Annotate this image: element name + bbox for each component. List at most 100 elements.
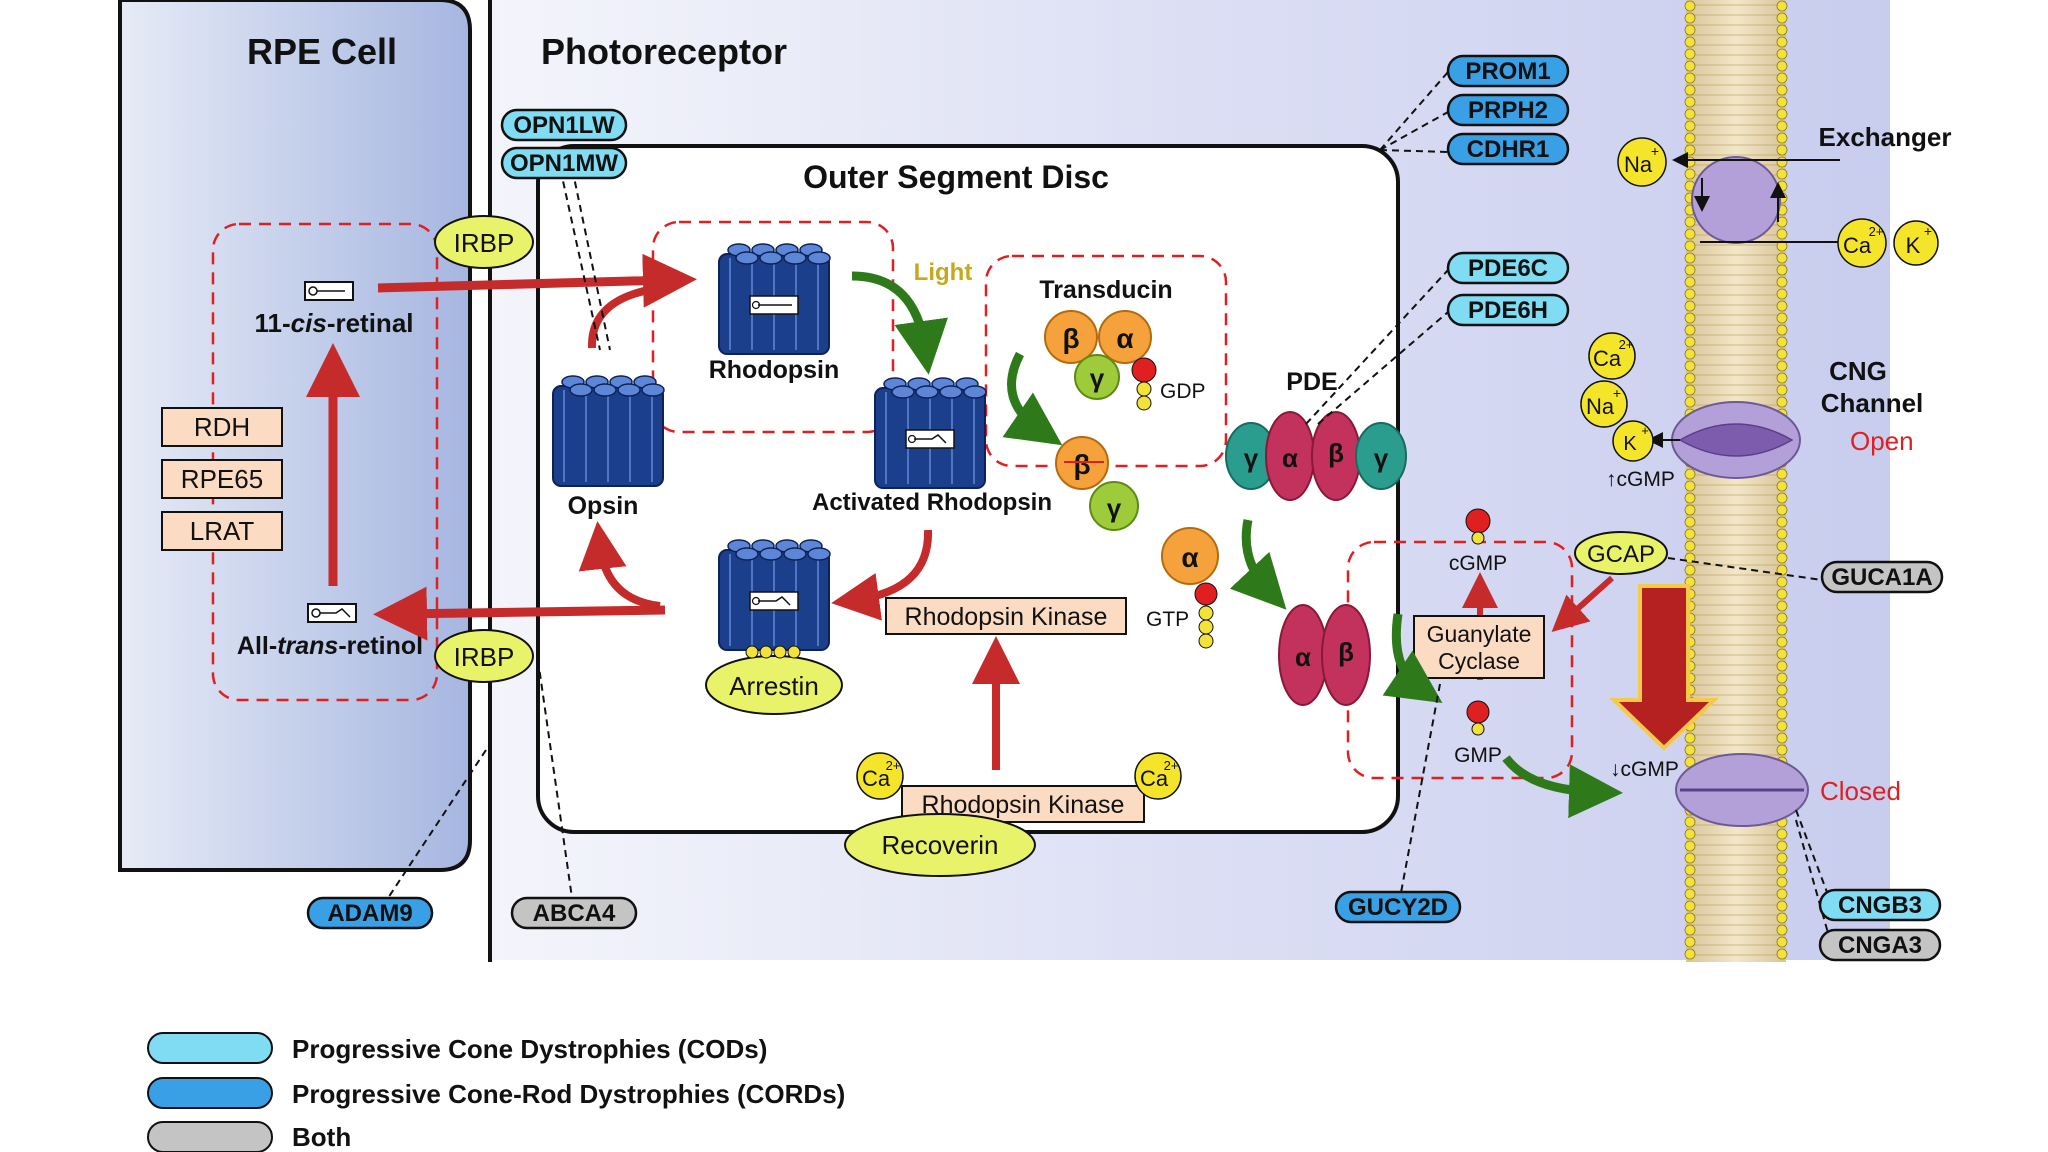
rhodopsin-barrel [718, 243, 831, 355]
lipid-head [1776, 36, 1788, 48]
lipid-head [1684, 852, 1696, 864]
cgmp-hydrolysis-arrow [1382, 613, 1443, 703]
phosphate-beads [745, 645, 801, 659]
guanylate-cyclase-label-1: Guanylate [1427, 621, 1532, 647]
lipid-head [1684, 372, 1696, 384]
lipid-head [1776, 492, 1788, 504]
lipid-head [1684, 240, 1696, 252]
lipid-head [1684, 72, 1696, 84]
legend-swatch-cord [147, 1077, 273, 1109]
lipid-head [1684, 924, 1696, 936]
gcap-label: GCAP [1587, 541, 1655, 568]
lipid-head [1684, 12, 1696, 24]
lrat-label: LRAT [190, 516, 255, 546]
lipid-head [1776, 552, 1788, 564]
gene-tag-prom1: PROM1 [1446, 54, 1570, 88]
pde-complex: γ α β γ [1225, 411, 1407, 501]
svg-text:γ: γ [1090, 363, 1105, 393]
gene-tag-pde6c: PDE6C [1446, 251, 1570, 285]
gene-tag-opn1mw: OPN1MW [500, 146, 628, 180]
lipid-head [1684, 528, 1696, 540]
na-ion-exchanger: Na + [1617, 137, 1667, 187]
lipid-head [1684, 396, 1696, 408]
rhodopsin-kinase-box [885, 597, 1127, 635]
lipid-head [1684, 228, 1696, 240]
svg-text:β: β [1073, 449, 1090, 480]
lipid-head [1684, 120, 1696, 132]
pde-label: PDE [1286, 368, 1337, 396]
lipid-head [1776, 264, 1788, 276]
lipid-head [1776, 72, 1788, 84]
lipid-head [1776, 252, 1788, 264]
rhodopsin-kinase-box-2 [901, 785, 1145, 823]
lipid-head [1684, 252, 1696, 264]
lipid-head [1684, 84, 1696, 96]
lipid-head [1776, 228, 1788, 240]
lipid-head [1776, 948, 1788, 960]
open-label: Open [1850, 426, 1914, 456]
svg-text:α: α [1181, 542, 1198, 573]
svg-text:α: α [1282, 443, 1298, 473]
lipid-head [1776, 48, 1788, 60]
lipid-head [1776, 0, 1788, 12]
svg-text:Ca: Ca [862, 766, 891, 791]
lipid-head [1776, 12, 1788, 24]
gene-tag-label: PRPH2 [1468, 97, 1548, 124]
cis-retinal-icon [304, 281, 354, 301]
lipid-head [1684, 348, 1696, 360]
svg-text:Ca: Ca [1593, 346, 1622, 371]
lipid-head [1776, 744, 1788, 756]
cgmp-decrease-arrow [1502, 755, 1623, 819]
lipid-head [1776, 144, 1788, 156]
gtp-label: GTP [1146, 608, 1189, 631]
opsin-to-rhodopsin-arrow [587, 284, 661, 349]
svg-text:K: K [1906, 233, 1921, 258]
transducin-dissociation-arrow [1002, 351, 1063, 446]
lipid-head [1684, 360, 1696, 372]
gene-tag-opn1lw: OPN1LW [500, 108, 628, 142]
lipid-head [1684, 948, 1696, 960]
gene-tag-cngb3: CNGB3 [1818, 888, 1942, 922]
gene-tag-abca4: ABCA4 [510, 896, 638, 930]
lipid-head [1684, 276, 1696, 288]
lipid-head [1776, 540, 1788, 552]
svg-text:+: + [1651, 143, 1659, 159]
legend-swatch-cod [147, 1032, 273, 1064]
lipid-head [1776, 876, 1788, 888]
legend-swatch-both [147, 1121, 273, 1152]
lipid-head [1684, 216, 1696, 228]
recoverin-label: Recoverin [881, 830, 998, 860]
light-label: Light [914, 259, 973, 286]
lipid-head [1684, 732, 1696, 744]
lipid-head [1684, 900, 1696, 912]
gene-tag-adam9: ADAM9 [306, 896, 434, 930]
gene-tag-prph2: PRPH2 [1446, 93, 1570, 127]
svg-text:γ: γ [1374, 443, 1389, 473]
lipid-head [1776, 516, 1788, 528]
lipid-head [1684, 312, 1696, 324]
retinal-transport-arrow [377, 253, 697, 308]
gene-tag-guca1a: GUCA1A [1820, 560, 1944, 594]
gene-tags: OPN1LWOPN1MWPROM1PRPH2CDHR1PDE6CPDE6HGUC… [306, 54, 1944, 962]
lipid-head [1684, 540, 1696, 552]
ca-ion-exchanger: Ca 2+ [1837, 218, 1887, 268]
lipid-head [1776, 336, 1788, 348]
lipid-head [1776, 360, 1788, 372]
lipid-head [1684, 912, 1696, 924]
svg-text:β: β [1338, 637, 1354, 667]
legend-label-cod: Progressive Cone Dystrophies (CODs) [292, 1034, 767, 1064]
svg-text:2+: 2+ [1869, 224, 1884, 239]
rhodopsin-kinase-label: Rhodopsin Kinase [905, 603, 1108, 631]
lipid-head [1684, 36, 1696, 48]
cgmp-up-label: ↑cGMP [1606, 468, 1675, 491]
lipid-head [1776, 576, 1788, 588]
lipid-head [1776, 528, 1788, 540]
transducin-alpha-gtp: α [1161, 527, 1219, 649]
cng-label-2: Channel [1821, 388, 1924, 418]
lipid-head [1776, 480, 1788, 492]
ca-ion-right: Ca 2+ [1134, 752, 1182, 800]
activated-rhodopsin-label: Activated Rhodopsin [812, 489, 1052, 516]
cng-label-1: CNG [1829, 356, 1887, 386]
gene-tag-label: GUCA1A [1831, 564, 1932, 591]
lipid-head [1776, 624, 1788, 636]
